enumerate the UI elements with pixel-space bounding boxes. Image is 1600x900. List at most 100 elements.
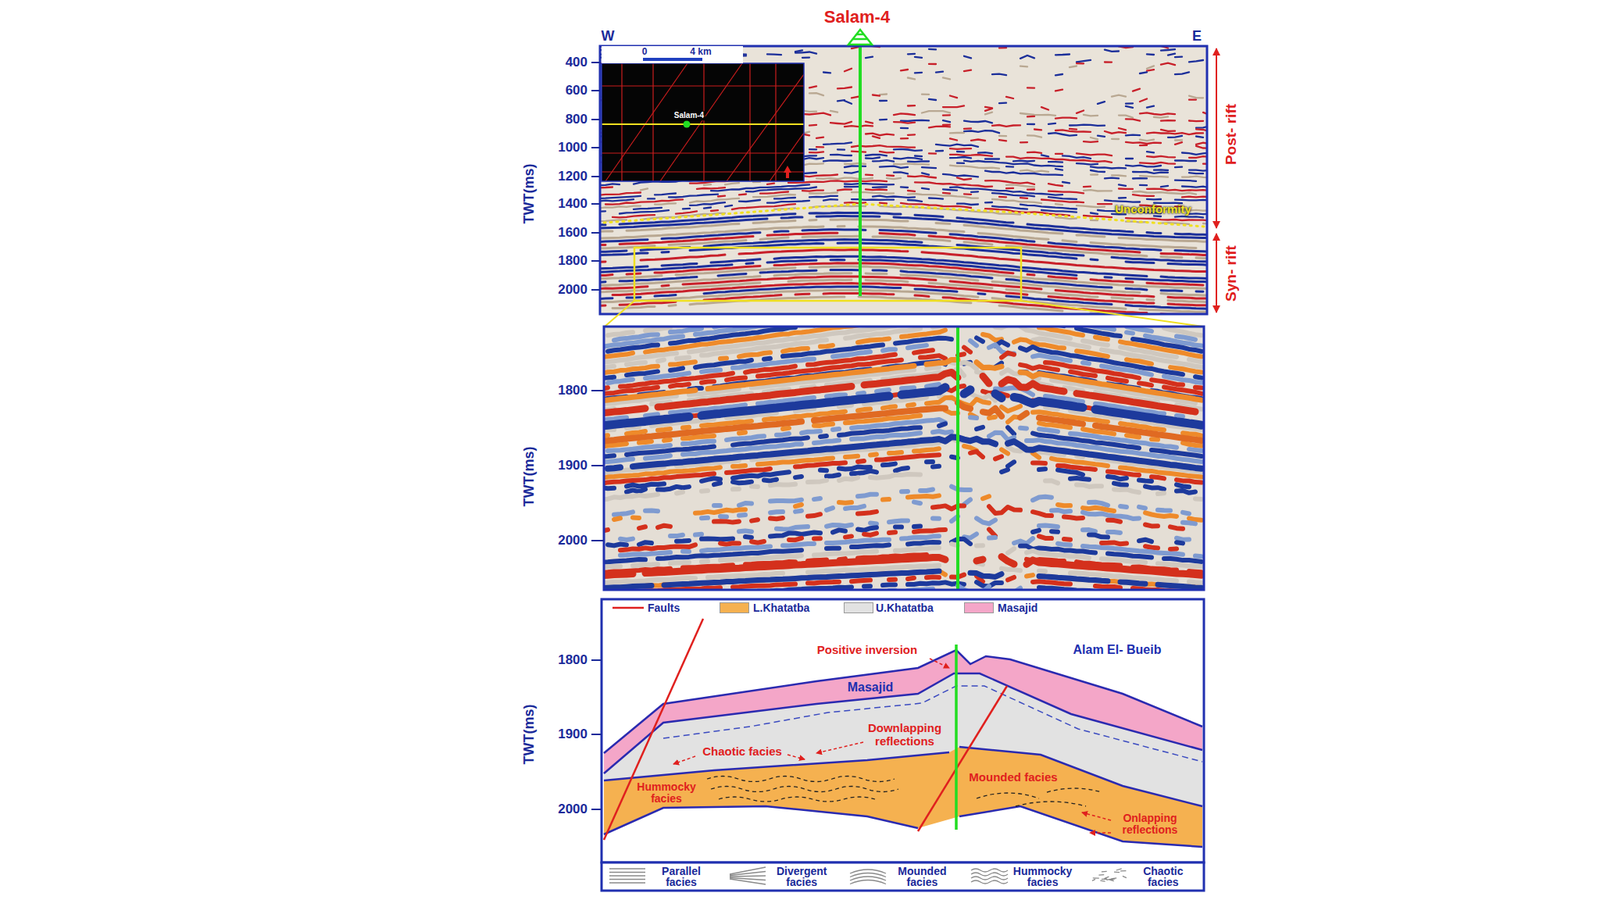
axis-tick-label: 1900 bbox=[557, 457, 588, 474]
seismic-reflections bbox=[607, 436, 1202, 469]
location-map bbox=[769, 132, 804, 182]
location-map bbox=[783, 165, 792, 179]
legend-swatch bbox=[843, 602, 874, 614]
axis-tick-label: 1000 bbox=[557, 139, 588, 156]
location-map bbox=[703, 63, 704, 182]
facies-pattern-sample bbox=[848, 865, 888, 886]
interpretation-section bbox=[718, 796, 875, 802]
seismic-reflections bbox=[603, 403, 1202, 442]
legend-line-sample bbox=[612, 607, 644, 610]
location-map bbox=[601, 171, 804, 172]
interpretation-section bbox=[917, 685, 1008, 832]
tectonic-stage-label: Syn- rift bbox=[1222, 245, 1240, 302]
facies-pattern-sample bbox=[729, 867, 766, 885]
well-symbol bbox=[848, 29, 872, 45]
legend-text: L.Khatatba bbox=[753, 601, 810, 615]
panel-frame bbox=[600, 46, 1208, 315]
interpretation-section bbox=[663, 685, 1203, 762]
zoom-box bbox=[634, 247, 1022, 301]
annotation-label: Masajid bbox=[847, 680, 894, 695]
axis-ticks bbox=[591, 389, 604, 392]
location-map bbox=[601, 63, 804, 182]
facies-pattern-sample bbox=[850, 869, 886, 885]
interpretation-section bbox=[959, 806, 1203, 847]
annotation-label: Onlapping reflections bbox=[1122, 812, 1179, 836]
axis-ticks bbox=[591, 232, 600, 234]
axis-ticks bbox=[591, 539, 604, 542]
seismic-reflections bbox=[612, 283, 1208, 306]
axis-ticks bbox=[591, 62, 604, 810]
interpretation-section bbox=[603, 618, 704, 840]
facies-pattern-sample bbox=[969, 865, 1009, 886]
leader-arrow bbox=[929, 658, 950, 668]
seismic-reflections bbox=[612, 296, 1208, 315]
interpretation-section bbox=[1046, 788, 1102, 793]
legend-text: Masajid bbox=[997, 601, 1038, 615]
seismic-reflections bbox=[603, 387, 1202, 426]
leader-arrow bbox=[673, 756, 696, 765]
well-symbol bbox=[848, 29, 872, 45]
location-map bbox=[601, 63, 804, 182]
location-map bbox=[601, 123, 804, 125]
interpretation-section bbox=[603, 746, 1203, 847]
legend-text: Faults bbox=[647, 601, 680, 615]
annotation-label: 0 bbox=[642, 46, 648, 58]
location-map bbox=[601, 63, 804, 182]
tectonic-stage-label: Post- rift bbox=[1222, 103, 1240, 165]
axis-tick-label: 600 bbox=[565, 82, 588, 99]
location-map bbox=[726, 74, 804, 182]
annotation-label: Hummocky facies bbox=[636, 781, 696, 804]
location-map bbox=[601, 152, 804, 154]
leader-arrow bbox=[816, 742, 864, 754]
axis-tick-label: 1800 bbox=[557, 382, 588, 399]
annotation-label: Unconformity bbox=[1114, 202, 1192, 216]
location-map bbox=[775, 63, 776, 182]
legend-text: Divergent facies bbox=[776, 865, 828, 888]
axis-tick-label: 2000 bbox=[557, 282, 588, 298]
facies-pattern-sample bbox=[609, 868, 646, 883]
rift-brackets bbox=[1215, 233, 1218, 313]
axis-tick-label: 1400 bbox=[557, 196, 588, 212]
location-map bbox=[621, 63, 622, 182]
axis-tick-label: 2000 bbox=[557, 801, 588, 818]
location-map bbox=[660, 63, 743, 182]
axis-ticks bbox=[591, 146, 600, 149]
leader-arrow bbox=[1089, 832, 1111, 834]
well-track bbox=[858, 46, 862, 297]
annotation-label: 4 km bbox=[689, 46, 711, 58]
well-symbol bbox=[856, 33, 865, 36]
location-map bbox=[683, 121, 691, 129]
scale-bar bbox=[601, 46, 743, 64]
annotation-label: Salam-4 bbox=[672, 110, 706, 121]
interpretation-section bbox=[603, 806, 918, 835]
axis-ticks bbox=[591, 464, 604, 467]
interpretation-section bbox=[959, 746, 1203, 807]
well-track bbox=[956, 326, 960, 590]
axis-ticks bbox=[591, 260, 600, 262]
axis-ticks bbox=[591, 289, 600, 291]
location-map bbox=[652, 63, 654, 182]
axis-ticks bbox=[591, 203, 600, 205]
location-map bbox=[749, 63, 750, 182]
scale-bar bbox=[642, 57, 703, 61]
facies-pattern-sample bbox=[1092, 868, 1127, 882]
axis-ticks bbox=[591, 659, 602, 661]
seismic-reflections bbox=[603, 571, 1202, 589]
axis-ticks bbox=[591, 61, 600, 64]
direction-label: W bbox=[601, 28, 615, 45]
leader-arrow bbox=[1082, 812, 1111, 821]
axis-tick-label: 2000 bbox=[557, 532, 588, 549]
annotation-label: Mounded facies bbox=[968, 770, 1058, 784]
zoom-connector bbox=[604, 300, 635, 327]
well-symbol bbox=[853, 38, 868, 41]
interpretation-section bbox=[954, 644, 958, 830]
location-map bbox=[601, 85, 804, 86]
axis-tick-label: 1800 bbox=[557, 253, 588, 269]
legend-swatch bbox=[964, 602, 994, 614]
location-map bbox=[605, 63, 688, 182]
well-title: Salam-4 bbox=[824, 7, 890, 27]
facies-pattern-sample bbox=[607, 865, 647, 886]
legend-text: Chaotic facies bbox=[1142, 865, 1183, 888]
